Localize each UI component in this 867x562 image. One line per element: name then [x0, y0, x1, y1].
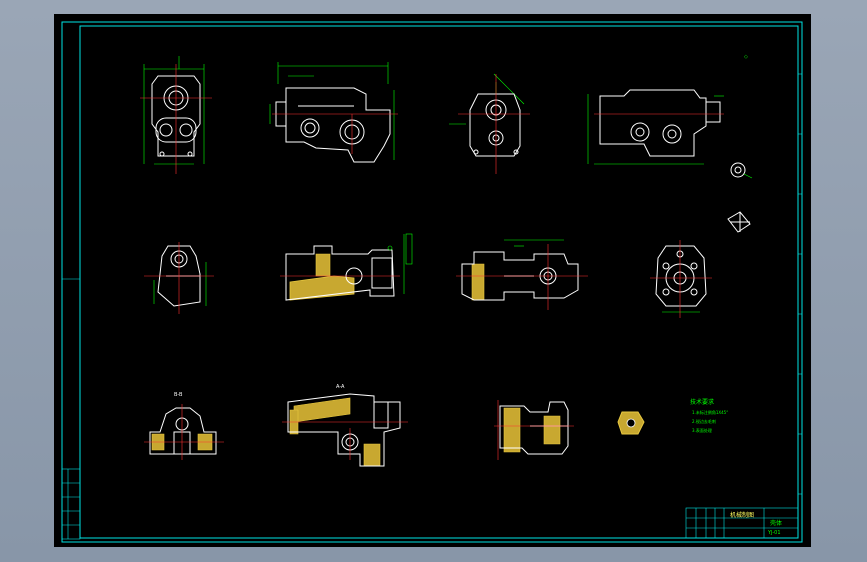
notes-line-1: 1.未标注倒角1X45°: [692, 409, 728, 415]
title-drawing-name: 壳体: [770, 519, 782, 527]
detail-view-a: [730, 162, 753, 179]
outer-frame: [61, 21, 803, 543]
notes-line-3: 3.表面处理: [692, 427, 712, 433]
edge-ticks: [62, 73, 802, 495]
end-view-2: [650, 240, 712, 318]
title-company: 机械制图: [730, 511, 754, 519]
notes-line-2: 2.锐边去毛刺: [692, 418, 716, 424]
section-view-2: [280, 233, 413, 301]
section-view-3: [456, 239, 588, 310]
title-drawing-number: YJ-01: [767, 530, 781, 536]
drawing-canvas[interactable]: 机械制图 壳体 YJ-01: [54, 14, 811, 547]
section-view-1: [144, 242, 214, 314]
front-view: [140, 56, 212, 174]
detail-view-c: [617, 411, 645, 435]
small-mark: ◇: [744, 54, 748, 60]
view-label-bb: B-B: [174, 392, 183, 398]
title-block: [685, 507, 799, 539]
section-view-4: [494, 400, 574, 460]
view-label-aa: A-A: [336, 384, 345, 390]
section-view-bb: [144, 404, 224, 460]
inner-frame: [79, 25, 799, 539]
rear-view: [587, 89, 724, 165]
section-view-aa: [282, 393, 408, 467]
side-view: [449, 73, 530, 174]
technical-notes: 技术要求 1.未标注倒角1X45° 2.锐边去毛刺 3.表面处理: [690, 398, 728, 433]
detail-view-b: [727, 211, 751, 233]
top-view: [269, 62, 398, 163]
revision-block: [61, 468, 81, 540]
notes-title: 技术要求: [690, 398, 714, 406]
